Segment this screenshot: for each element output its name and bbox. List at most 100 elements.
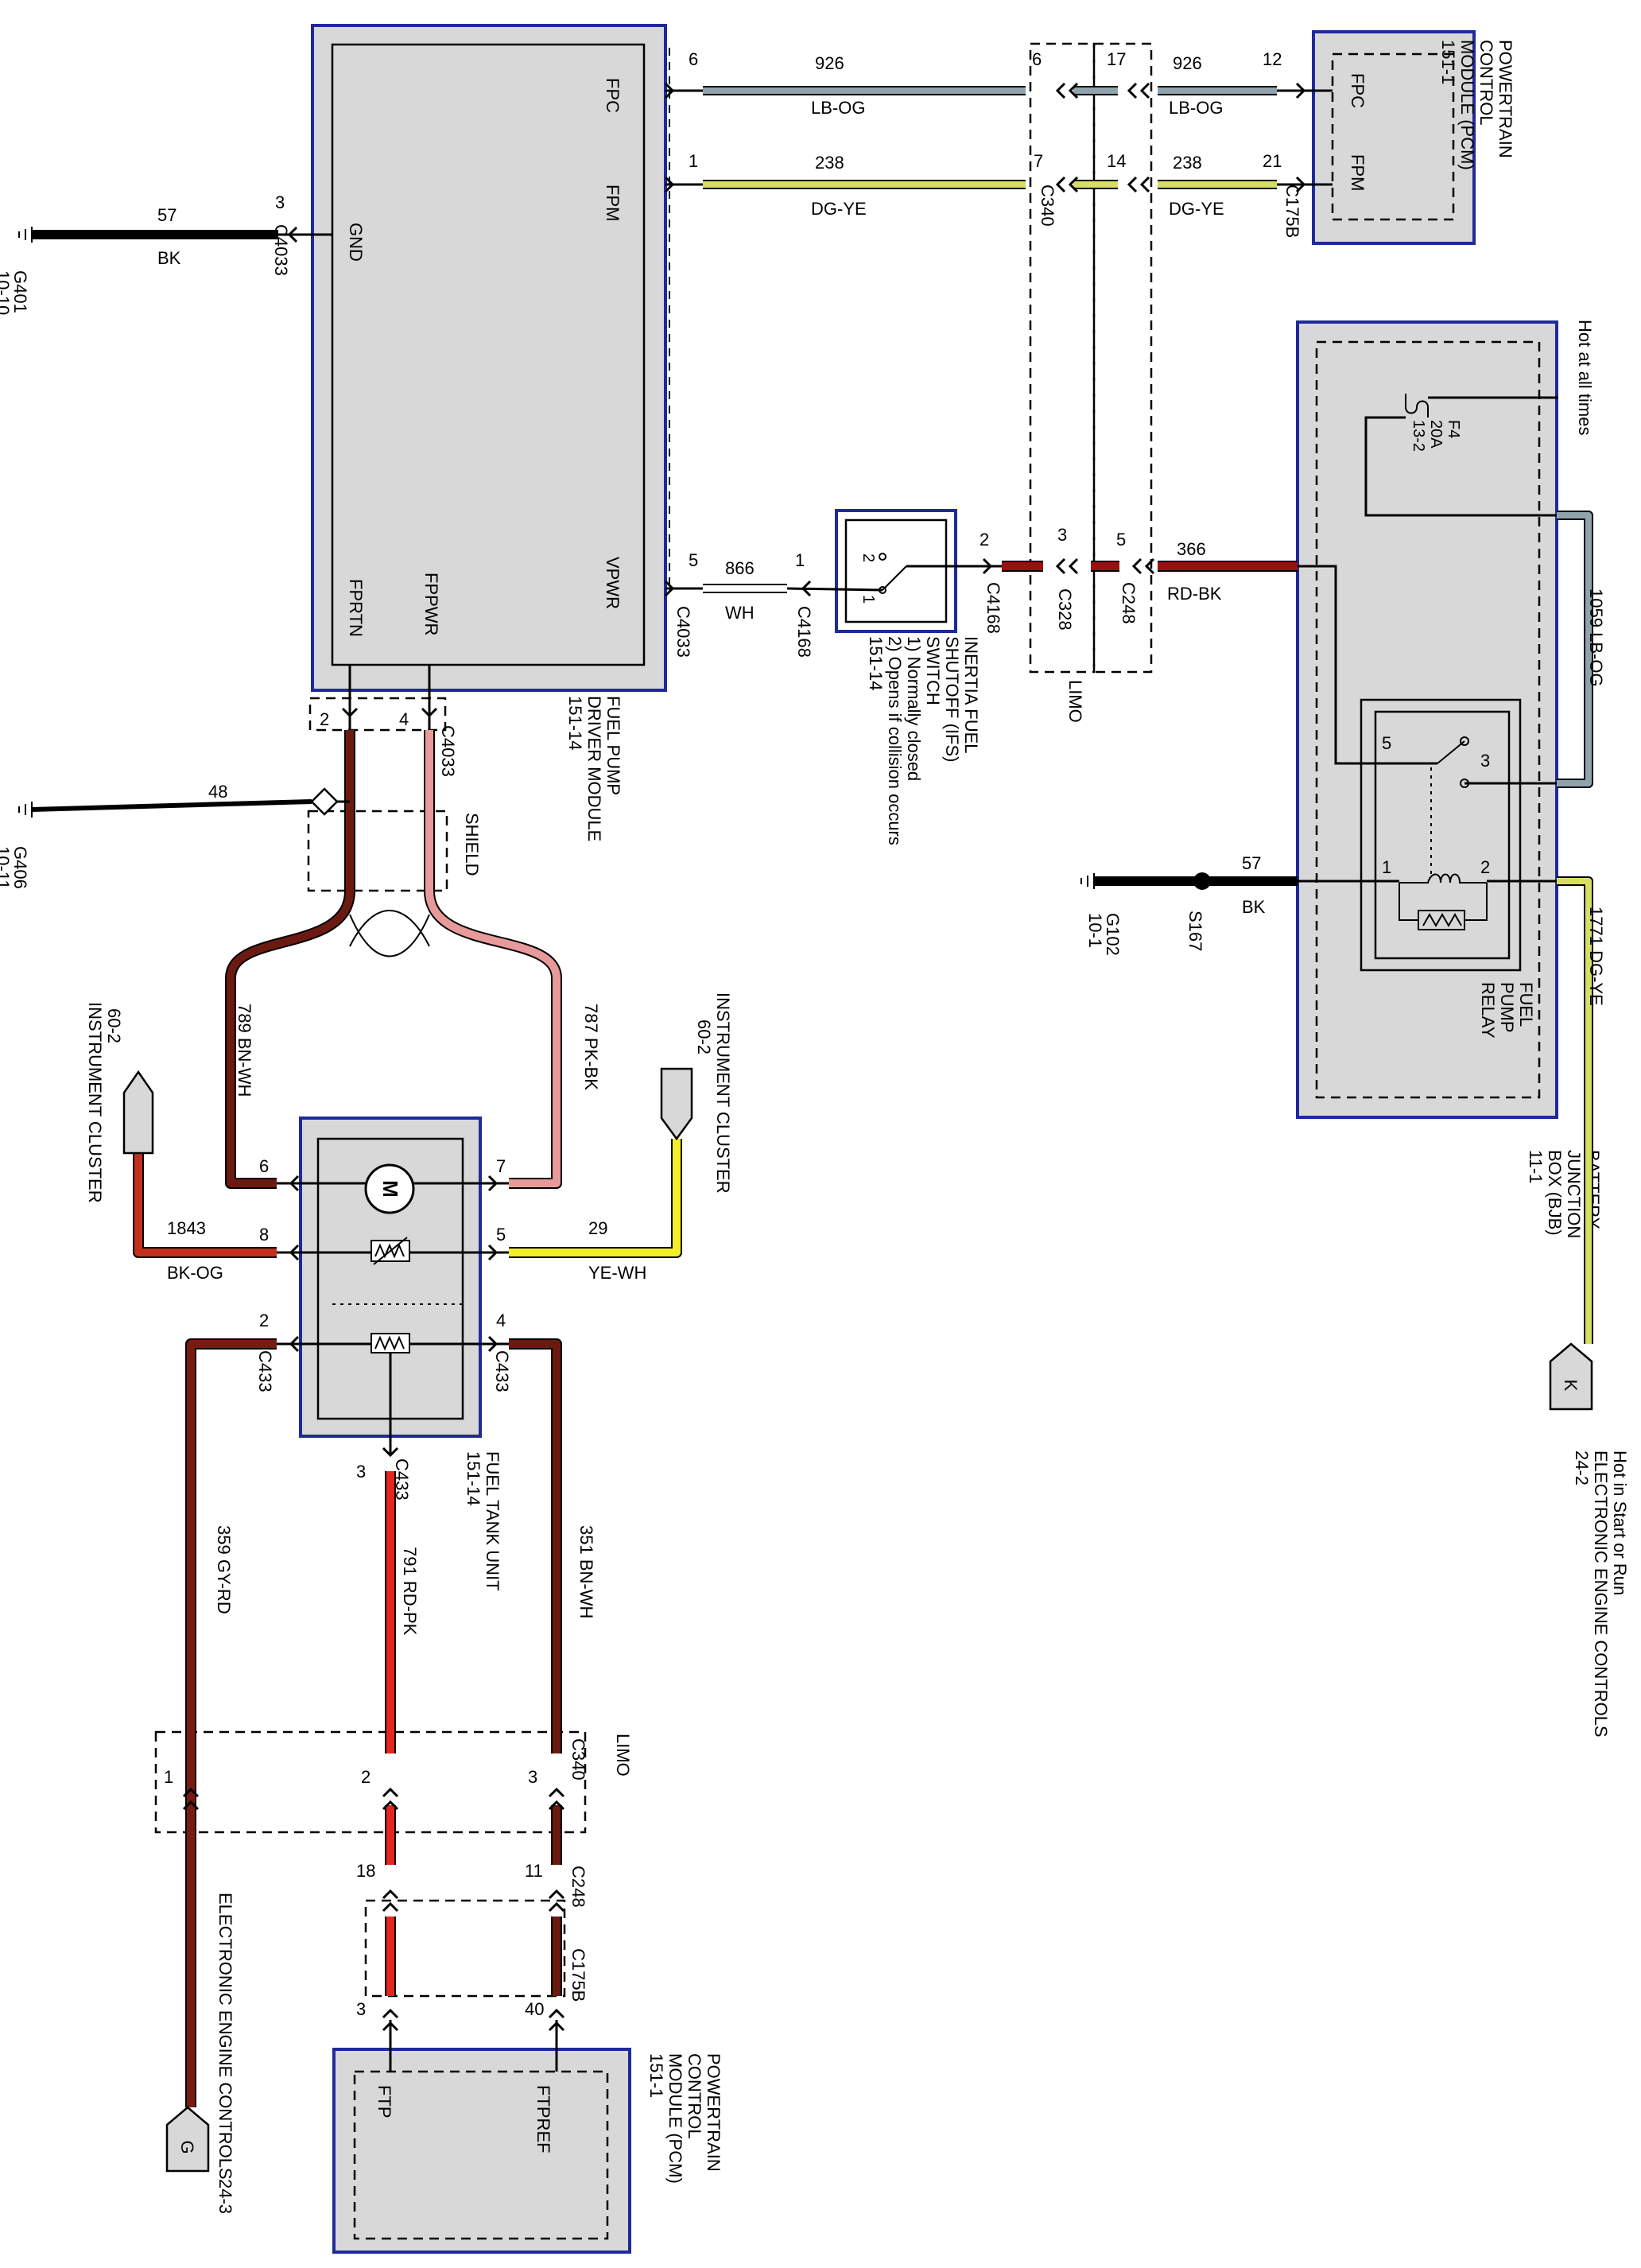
relay-title-3: RELAY (1478, 982, 1498, 1039)
wire-1771-label: 1771 DG-YE (1586, 907, 1606, 1006)
wire-866-ifs (786, 587, 883, 592)
c175b-housing (1092, 42, 1153, 674)
pin-ftu-8: 8 (259, 1225, 269, 1245)
fuel-tank-unit: M FUEL TANK UNIT 151-14 (299, 1117, 502, 1591)
splice-s167-label: S167 (1185, 911, 1205, 951)
chev-c175b-1 (1139, 176, 1150, 193)
g102-ref: 10-1 (1085, 913, 1105, 948)
wire-866-circuit: 866 (725, 558, 755, 578)
c340-limo-housing (1029, 42, 1096, 674)
shield-label: SHIELD (462, 813, 482, 876)
fpdm-pin-vpwr: VPWR (603, 557, 623, 609)
pin-fpdm-fppwr: 4 (399, 709, 409, 729)
pcm-top-pin-fpc: FPC (1348, 73, 1368, 108)
ifs-lever (882, 565, 907, 591)
pin-ftu-7: 7 (496, 1156, 506, 1176)
pin-pcm-3: 3 (356, 1999, 366, 2019)
ifs-title-3: SWITCH (923, 636, 943, 705)
fpdm-pin-gnd: GND (346, 223, 366, 262)
pin-relay-2: 2 (1480, 857, 1490, 877)
g102-id: G102 (1103, 913, 1123, 956)
relay-title-2: PUMP (1497, 982, 1517, 1033)
fpdm-title-3: 151-14 (565, 696, 585, 751)
wire-359 (187, 1340, 277, 2107)
pin-c340-b: 7 (1034, 151, 1043, 171)
pin-c248-18: 18 (356, 1861, 375, 1881)
g406-ref: 10-11 (0, 846, 13, 890)
pcm-top-title-4: 151-1 (1438, 40, 1458, 84)
wire-926-color-b: LB-OG (1169, 98, 1223, 118)
offpage-k-line1: Hot in Start or Run (1610, 1451, 1630, 1595)
ftu-title-1: FUEL TANK UNIT (483, 1451, 502, 1591)
pcm-bottom-title-1: POWERTRAIN (704, 2053, 724, 2172)
offpage-instrument-cluster-right: 60-2 INSTRUMENT CLUSTER (660, 992, 733, 1194)
conn-limo-top: LIMO (1065, 680, 1085, 723)
bjb-title-2: JUNCTION (1564, 1150, 1584, 1238)
pin-c340-2: 2 (361, 1767, 370, 1787)
pin-c175-b: 14 (1107, 151, 1126, 171)
chev-c175a-0 (1127, 82, 1138, 99)
wire-57-color-a: BK (157, 248, 181, 268)
pin-ftu-4: 4 (496, 1311, 506, 1330)
ic-right-line2: INSTRUMENT CLUSTER (713, 992, 733, 1194)
wire-48-circuit: 48 (208, 782, 227, 802)
pin-fpdm-fprtn: 2 (320, 709, 329, 729)
fuel-level-sender-zigzag (373, 1237, 408, 1265)
offpage-k-line3: 24-2 (1572, 1451, 1592, 1485)
chev-pcm-1 (1295, 176, 1306, 193)
chev-ftu-right-0 (487, 1175, 499, 1192)
wire-351-a (509, 1340, 561, 1753)
chev-c248-a (1131, 557, 1142, 575)
pin-c248-11: 11 (525, 1861, 543, 1881)
chev-ftu-3 (382, 1447, 399, 1458)
wire-1771 (1557, 878, 1592, 1344)
wire-787-label: 787 PK-BK (581, 1004, 601, 1090)
fuse-ref: 13-2 (1410, 420, 1427, 452)
conn-c340-bottom: C340 (568, 1738, 588, 1781)
fuel-pressure-sensor-zigzag (374, 1335, 405, 1351)
offpage-g-line1: ELECTRONIC ENGINE CONTROLS (215, 1893, 235, 2180)
wire-351-a-outline (509, 1338, 562, 1753)
pin-ftu-6: 6 (259, 1156, 269, 1176)
pcm-bottom-pin-ftpref: FTPREF (533, 2085, 553, 2153)
offpage-g-line2: 24-3 (215, 2179, 235, 2214)
fuse-symbol (1405, 394, 1429, 417)
ic-left-line2: INSTRUMENT CLUSTER (85, 1002, 105, 1203)
pcm-top: FPC FPM POWERTRAIN CONTROL MODULE (PCM) … (1312, 30, 1515, 245)
pcm-bottom-title-3: MODULE (PCM) (665, 2053, 685, 2184)
wire-926-circuit-b: 926 (1173, 53, 1202, 73)
pin-c340-a: 6 (1032, 49, 1042, 69)
wire-1843-color: BK-OG (167, 1263, 223, 1283)
conn-c433-right: C433 (492, 1350, 512, 1392)
chev-c340a-1 (1055, 176, 1066, 193)
bjb-hot-label: Hot at all times (1575, 320, 1595, 436)
chev-c340b-1 (1068, 176, 1079, 193)
conn-c340-top: C340 (1038, 184, 1057, 227)
pin-ftu-2: 2 (259, 1311, 269, 1330)
conn-c433-left: C433 (255, 1350, 275, 1392)
wire-366-bjb (1298, 565, 1437, 765)
conn-c328: C328 (1055, 588, 1075, 631)
fpdm-pin-fppwr: FPPWR (421, 573, 441, 635)
wire-1059-outline (1557, 511, 1593, 788)
offpage-g-letter: G (177, 2140, 197, 2153)
wire-238-color-a: DG-YE (811, 199, 867, 219)
ifs-pos-2: 2 (859, 553, 877, 562)
fuse-f4: F4 (1445, 420, 1462, 438)
fuse-20a: 20A (1427, 420, 1445, 449)
chev-c340-bot2-0 (182, 1800, 200, 1811)
pin-pcm-fpm: 21 (1263, 151, 1282, 171)
chev-c175-bot-1 (548, 2008, 565, 2019)
ic-left-line1: 60-2 (104, 1008, 124, 1043)
conn-c4033-vpwr: C4033 (673, 606, 693, 658)
conn-c4033-bottom: C4033 (438, 725, 458, 777)
chev-c248-b (1144, 557, 1155, 575)
conn-limo-bottom: LIMO (613, 1734, 633, 1777)
wire-926-circuit-a: 926 (815, 53, 844, 73)
pin-relay-1: 1 (1382, 857, 1391, 877)
pin-c175-a: 17 (1107, 49, 1126, 69)
wire-29-circuit: 29 (588, 1218, 607, 1238)
shield-drain-symbol (310, 787, 339, 816)
chev-c328-a (1055, 557, 1066, 575)
